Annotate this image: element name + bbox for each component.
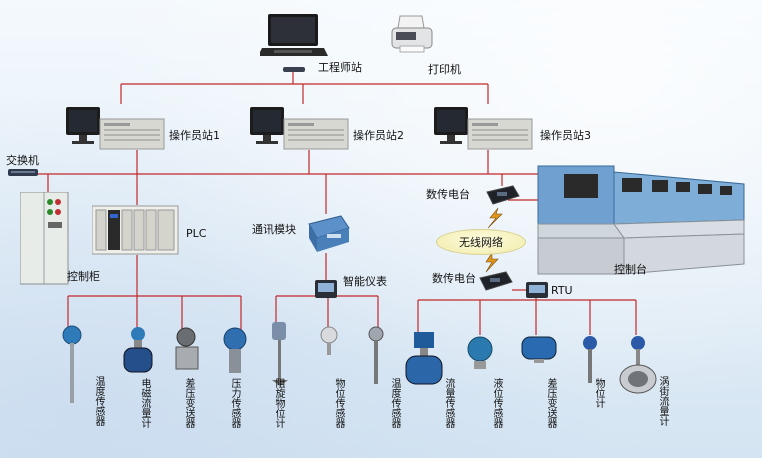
sensor-label-1: 温度传感器: [93, 376, 104, 426]
radio-top-label: 数传电台: [426, 188, 470, 201]
sensor-label-11: 物位计: [593, 378, 604, 408]
rtu-icon[interactable]: [526, 282, 548, 300]
console-label: 控制台: [614, 263, 647, 276]
plc-icon[interactable]: [92, 204, 180, 256]
sensor-label-3: 差压变送器: [183, 378, 194, 428]
printer-label: 打印机: [428, 63, 461, 76]
radio-signal-bolt-top: [487, 207, 503, 229]
sensor-label-4: 压力传感器: [229, 378, 240, 428]
engineer-station-label: 工程师站: [318, 61, 362, 74]
control-cabinet-label: 控制柜: [67, 270, 100, 283]
radio-modem-icon-bottom[interactable]: [478, 270, 514, 292]
switch-label: 交换机: [6, 154, 39, 167]
electromagnetic-flowmeter-icon: [123, 327, 153, 373]
liquid-level-sensor-icon: [467, 336, 493, 369]
workstation-icon-2[interactable]: [250, 103, 350, 151]
radio-modem-icon-top[interactable]: [485, 184, 521, 206]
level-sensor-icon: [320, 326, 338, 355]
operator-station-3-label: 操作员站3: [540, 129, 591, 142]
rotary-level-switch-icon: [272, 322, 288, 386]
wireless-network-bubble: 无线网络: [436, 229, 526, 255]
control-cabinet-icon[interactable]: [20, 192, 70, 286]
smart-meter-icon[interactable]: [315, 280, 337, 300]
plc-label: PLC: [186, 227, 207, 240]
flow-sensor-icon: [405, 332, 443, 385]
sensor-label-5: 阻旋物位计: [273, 378, 284, 428]
comm-module-icon[interactable]: [305, 214, 351, 254]
temperature-sensor-icon-1: [62, 325, 82, 403]
sensor-label-7: 温度传感器: [389, 378, 400, 428]
control-console-icon[interactable]: [534, 164, 748, 276]
sensor-label-2: 电磁流量计: [139, 378, 150, 428]
wireless-network-label: 无线网络: [459, 236, 503, 249]
sensor-label-8: 流量传感器: [443, 378, 454, 428]
differential-pressure-icon-1: [175, 327, 199, 370]
sensor-label-10: 差压变送器: [545, 378, 556, 428]
switch-icon[interactable]: [8, 168, 38, 178]
rtu-label: RTU: [551, 284, 573, 297]
hub-icon: [283, 67, 305, 72]
sensor-label-6: 物位传感器: [333, 378, 344, 428]
workstation-icon-1[interactable]: [66, 103, 166, 151]
printer-icon[interactable]: [388, 14, 438, 56]
operator-station-2-label: 操作员站2: [353, 129, 404, 142]
comm-module-label: 通讯模块: [252, 223, 296, 236]
sensor-label-12: 涡街流量计: [657, 376, 668, 426]
level-meter-icon: [583, 336, 597, 383]
radio-bottom-label: 数传电台: [432, 272, 476, 285]
workstation-icon-3[interactable]: [434, 103, 534, 151]
temperature-sensor-icon-2: [368, 326, 384, 384]
smart-meter-label: 智能仪表: [343, 275, 387, 288]
operator-station-1-label: 操作员站1: [169, 129, 220, 142]
pressure-sensor-icon: [223, 327, 247, 373]
differential-pressure-icon-2: [521, 336, 557, 363]
sensor-label-9: 液位传感器: [491, 378, 502, 428]
vortex-flowmeter-icon: [619, 336, 657, 394]
laptop-icon[interactable]: [260, 12, 330, 58]
radio-signal-bolt-bottom: [485, 252, 499, 273]
